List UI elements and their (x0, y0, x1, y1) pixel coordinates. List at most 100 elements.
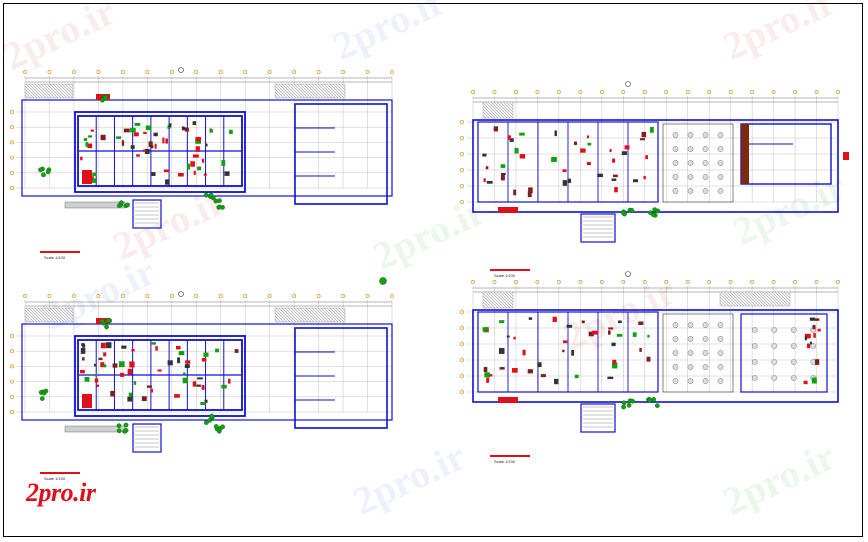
hatch-line (274, 315, 282, 323)
hatch-line (24, 91, 32, 99)
hatch-line (274, 312, 285, 323)
dining-table (702, 132, 709, 138)
hatch-line (505, 101, 514, 110)
dining-table (790, 327, 797, 333)
furniture-block (103, 364, 107, 368)
dining-table (771, 359, 778, 365)
furniture-block (133, 132, 139, 137)
axis-bubble (707, 280, 712, 284)
plant-symbol (104, 324, 109, 330)
axis-bubble (685, 90, 690, 94)
plant-symbol (620, 210, 626, 216)
axis-bubble (341, 294, 345, 298)
hatch-line (49, 307, 65, 323)
hatch-line (777, 291, 791, 305)
axis-bubble (814, 90, 819, 94)
entrance-stair (580, 403, 616, 433)
furniture-block (84, 376, 90, 382)
axis-bubble (793, 280, 797, 284)
hatch-line (25, 307, 41, 323)
hatch-line (67, 83, 74, 90)
furniture-block (83, 138, 88, 141)
hatch-line (493, 291, 511, 309)
furniture-block (499, 367, 505, 370)
plant-symbol (105, 318, 111, 323)
furniture-block (195, 136, 202, 142)
furniture-block (574, 374, 579, 379)
furniture-block (127, 396, 133, 402)
furniture-block (145, 125, 152, 131)
axis-bubble (556, 90, 561, 94)
hatch-line (24, 309, 38, 323)
furniture-block (154, 143, 157, 149)
furniture-block (812, 324, 816, 330)
dining-table (717, 322, 724, 328)
furniture-block (185, 360, 191, 364)
dining-table (702, 378, 709, 384)
furniture-block (647, 334, 650, 338)
hatch-line (34, 307, 50, 323)
hatch-line (496, 101, 514, 119)
furniture-block (643, 175, 646, 180)
hatch-line (58, 83, 74, 99)
hatch-line (505, 291, 514, 300)
hatch-line (326, 83, 342, 99)
hatch-line (719, 293, 733, 307)
hatch-line (490, 101, 508, 119)
dining-table (687, 336, 694, 342)
furniture-block (115, 136, 122, 139)
furniture-block (168, 123, 172, 128)
dining-table (790, 375, 797, 381)
dining-table (687, 350, 694, 356)
axis-bubble (621, 280, 626, 284)
dining-table (702, 174, 709, 180)
furniture-block (103, 352, 107, 357)
furniture-block (621, 151, 627, 156)
plant-symbol (217, 204, 222, 210)
axis-bubble (47, 294, 52, 298)
furniture-block (613, 174, 618, 178)
furniture-block (146, 385, 152, 388)
furniture-block (91, 178, 96, 183)
plant-symbol (621, 400, 627, 406)
hatch-line (281, 307, 297, 323)
hatch-line (61, 307, 74, 320)
furniture-block (106, 342, 112, 349)
hatch-line (780, 291, 791, 302)
red-block (498, 397, 518, 403)
furniture-block (639, 347, 642, 352)
hatch-line (753, 291, 769, 307)
hatch-line (482, 111, 490, 119)
plant-symbol (207, 417, 213, 423)
hatch-line (341, 307, 346, 312)
axis-bubble (390, 70, 394, 74)
hatch-line (24, 94, 29, 99)
furniture-block (608, 327, 614, 330)
dining-table (687, 132, 694, 138)
furniture-block (224, 171, 230, 176)
axis-bubble (96, 294, 101, 298)
hatch-line (723, 291, 739, 307)
furniture-block (814, 318, 820, 321)
hatch-line (52, 83, 68, 99)
axis-bubble (72, 294, 76, 298)
furniture-block (633, 179, 639, 183)
furniture-block (143, 131, 147, 134)
hatch-line (308, 83, 324, 99)
furniture-block (645, 155, 648, 160)
entrance-slab (64, 425, 126, 433)
plant-symbol (648, 210, 653, 216)
furniture-block (484, 372, 491, 378)
hatch-line (487, 291, 505, 309)
outer-wall (21, 323, 393, 421)
axis-bubble (292, 294, 297, 298)
furniture-block (193, 170, 196, 175)
hatch-line (287, 83, 303, 99)
plan-scale: Scale 1/100 (44, 255, 66, 260)
plant-symbol (118, 200, 124, 206)
axis-bubble (218, 70, 223, 74)
furniture-block (183, 372, 186, 375)
axis-bubble (341, 70, 345, 74)
dining-table (672, 160, 679, 166)
furniture-block (144, 148, 150, 155)
